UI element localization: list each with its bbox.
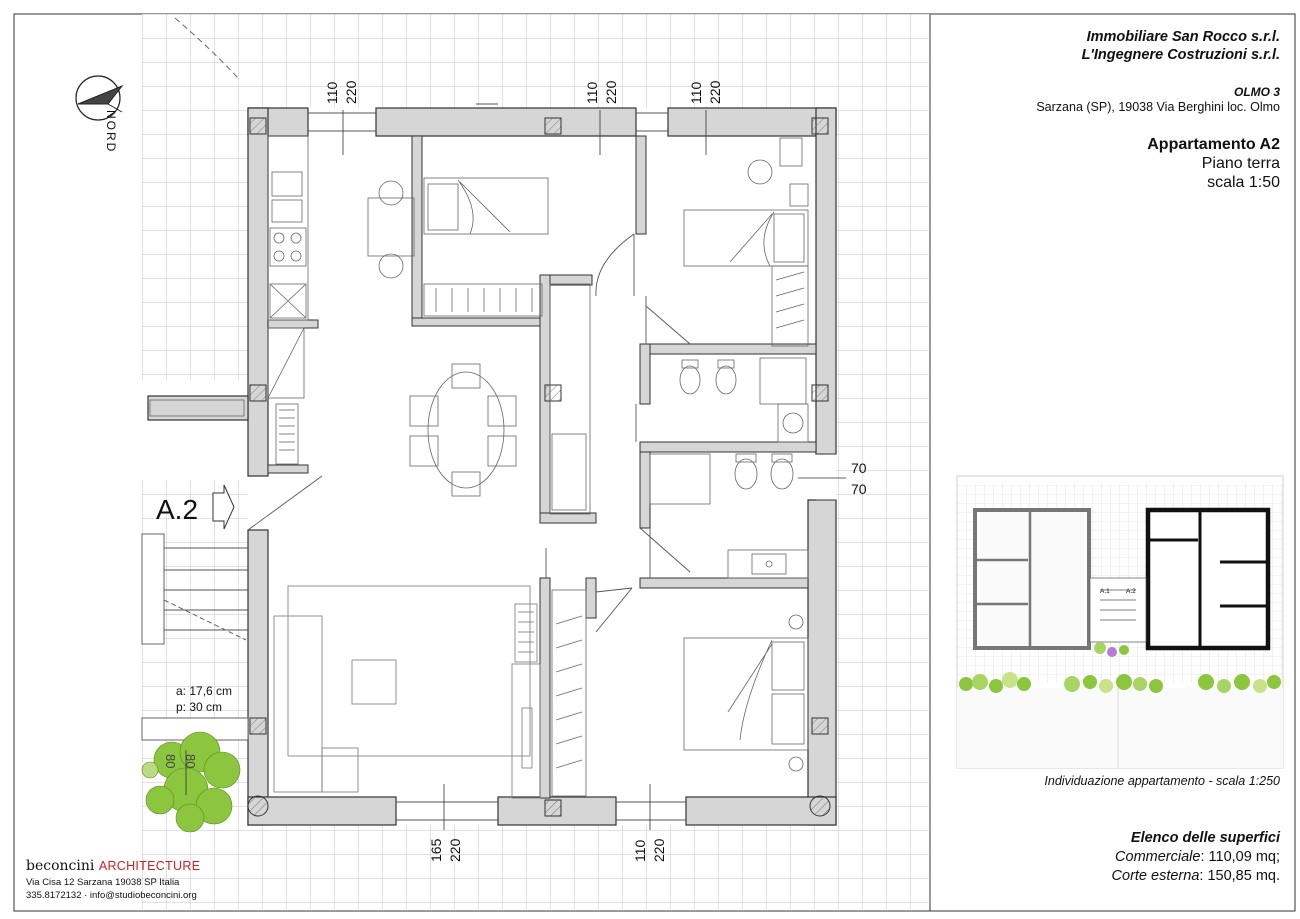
- dim-tree-a: 80: [163, 754, 178, 769]
- external-surface-value: : 150,85 mq.: [1199, 868, 1280, 884]
- key-plan-caption: Individuazione appartamento - scala 1:25…: [1044, 774, 1280, 788]
- commercial-surface: Commerciale: 110,09 mq;: [1115, 849, 1280, 865]
- entrance-label: A.2: [156, 494, 199, 525]
- stair-tread: p: 30 cm: [176, 700, 223, 714]
- bedroom-2-furniture: [683, 137, 809, 347]
- bathroom-2-fixtures: [649, 453, 809, 579]
- architect-name: beconcini: [26, 858, 95, 874]
- dim-side-window-height: 70: [851, 481, 867, 497]
- dim-tree-b: 80: [183, 754, 198, 769]
- dim-window-1-width: 110: [324, 81, 340, 104]
- surfaces-heading: Elenco delle superfici: [1130, 830, 1280, 846]
- dim-bottom-window-1-height: 220: [447, 838, 463, 862]
- architect-suffix: ARCHITECTURE: [98, 859, 201, 873]
- windows: [308, 103, 836, 821]
- dim-side-window-width: 70: [851, 460, 867, 476]
- external-surface: Corte esterna: 150,85 mq.: [1112, 868, 1280, 884]
- key-plan-label-a2: A.2: [1126, 588, 1136, 595]
- dim-bottom-window-2-width: 110: [632, 839, 648, 862]
- boundary-arc: [174, 17, 239, 79]
- entrance-stair: [141, 533, 249, 741]
- key-plan-greenery: [959, 642, 1281, 693]
- key-plan-label-a1: A.1: [1100, 588, 1110, 595]
- architect-address: Via Cisa 12 Sarzana 19038 SP Italia: [26, 877, 180, 888]
- left-side-strip: [142, 380, 248, 480]
- commercial-surface-label: Commerciale: [1115, 849, 1201, 865]
- entrance-arrow-icon: [212, 484, 235, 530]
- dim-bottom-window-2-height: 220: [651, 838, 667, 862]
- breakfast-table: [367, 180, 415, 279]
- architect-contact: 335.8172132 · info@studiobeconcini.org: [26, 890, 197, 901]
- dim-window-2-height: 220: [603, 80, 619, 104]
- structural-columns: [247, 117, 831, 817]
- dim-window-1-height: 220: [343, 80, 359, 104]
- company-name-1: Immobiliare San Rocco s.r.l.: [1086, 29, 1280, 45]
- external-surface-label: Corte esterna: [1111, 868, 1200, 884]
- bathroom-1-fixtures: [679, 357, 809, 443]
- interior-walls: [267, 135, 817, 817]
- architect-logo: beconcini ARCHITECTURE: [26, 858, 200, 874]
- company-name-2: L'Ingegnere Costruzioni s.r.l.: [1081, 47, 1280, 63]
- key-plan: [956, 475, 1284, 769]
- project-name: OLMO 3: [1233, 85, 1280, 99]
- drawing-scale: scala 1:50: [1207, 174, 1280, 191]
- greenery: [141, 731, 241, 833]
- dining-table: [409, 363, 517, 497]
- dim-bottom-window-1-width: 165: [428, 838, 444, 862]
- north-compass-icon: [75, 75, 124, 121]
- living-room-furniture: [273, 585, 541, 799]
- stair-riser: a: 17,6 cm: [176, 684, 233, 698]
- project-address: Sarzana (SP), 19038 Via Berghini loc. Ol…: [1036, 100, 1280, 114]
- dim-window-3-width: 110: [688, 81, 704, 104]
- floor-level: Piano terra: [1201, 155, 1280, 172]
- dim-window-2-width: 110: [584, 81, 600, 104]
- apartment-name: Appartamento A2: [1147, 136, 1280, 153]
- north-label: NORD: [104, 110, 118, 154]
- bedroom-3-furniture: [551, 589, 809, 797]
- dim-window-3-height: 220: [707, 80, 723, 104]
- kitchen: [149, 135, 309, 465]
- bedroom-1-furniture: [423, 177, 591, 515]
- commercial-surface-value: : 110,09 mq;: [1200, 849, 1280, 865]
- door-swings: [247, 233, 691, 633]
- dimension-lines: [185, 110, 846, 830]
